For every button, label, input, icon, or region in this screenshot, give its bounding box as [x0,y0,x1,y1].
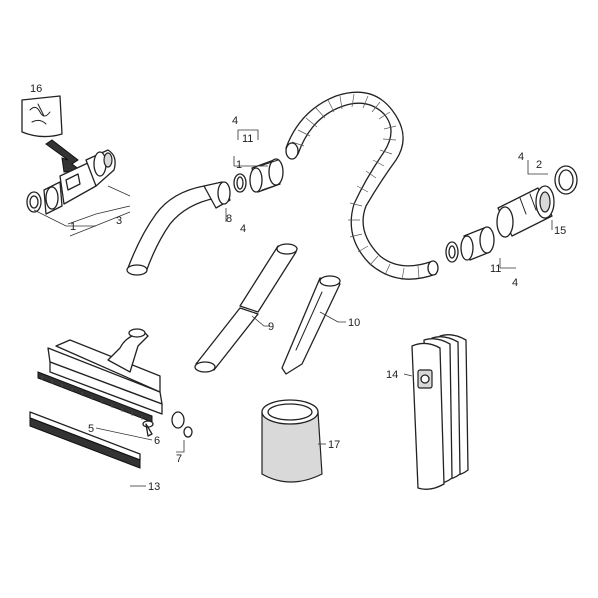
callout-6: 6 [154,435,160,447]
part-hose [285,91,439,281]
callout-4-top: 4 [232,115,238,127]
part-curved-wand [126,181,231,276]
callout-1-left: 1 [70,221,76,233]
part-1-ring [233,173,247,193]
callout-4-mid: 4 [240,223,246,235]
part-11-coupling-right [460,226,495,261]
part-9-tube [194,243,298,373]
part-2-ring [554,165,578,195]
part-3-adapter [26,149,116,215]
part-14-filter-bags [411,334,469,490]
callout-5: 5 [88,423,94,435]
callout-8: 8 [226,213,232,225]
part-15-connector [496,185,555,238]
part-7-wheel [171,411,193,438]
part-6-screw [142,420,154,437]
callout-14: 14 [386,369,398,381]
callout-7: 7 [176,453,182,465]
part-11-coupling [249,158,284,193]
callout-17: 17 [328,439,340,451]
callout-11-top: 11 [242,133,253,145]
part-5-floor-nozzle [37,328,163,423]
part-1-ring-right [445,241,459,263]
callout-10: 10 [348,317,360,329]
part-10-crevice-nozzle [281,275,341,375]
callout-16: 16 [30,83,42,95]
callout-13: 13 [148,481,160,493]
callout-4-right: 4 [518,151,524,163]
part-16-bag [21,95,82,173]
callout-1-mid: 1 [236,159,242,171]
callout-3: 3 [116,215,122,227]
part-13-brush-strip [29,411,141,469]
part-17-filter [261,399,323,483]
callout-11-right: 11 [490,263,501,275]
callout-4-lower: 4 [512,277,518,289]
callout-15: 15 [554,225,566,237]
callout-9: 9 [268,321,274,333]
callout-2: 2 [536,159,542,171]
